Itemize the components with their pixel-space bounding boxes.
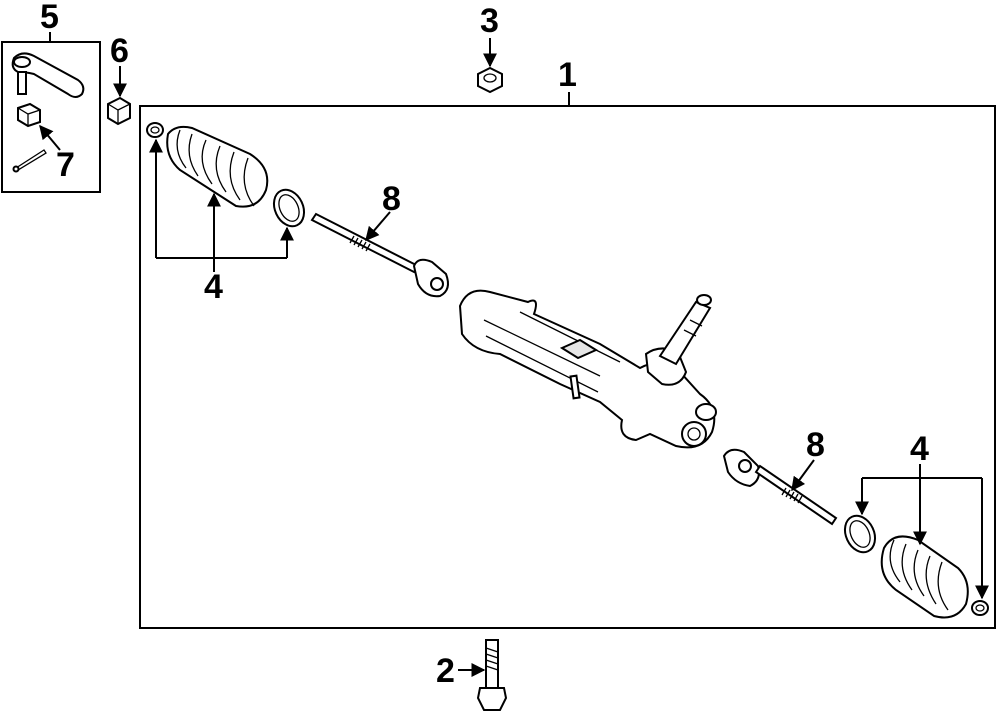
callout-8-right: 8 [806, 426, 825, 464]
tie-rod-nut [107, 96, 131, 126]
callout-4-right: 4 [910, 430, 929, 468]
callout-4-left: 4 [204, 268, 223, 306]
boot-clamp-large-right [843, 514, 877, 554]
tie-rod-end [11, 52, 85, 98]
castle-nut [17, 102, 41, 128]
boot-clamp-small-left [146, 122, 164, 138]
callout-5: 5 [40, 0, 59, 36]
mounting-nut [477, 66, 503, 94]
callout-3: 3 [480, 2, 499, 40]
callout-6: 6 [110, 32, 129, 70]
inner-tie-rod-left [310, 212, 449, 298]
callout-7: 7 [56, 146, 75, 184]
steering-boot-right [880, 535, 969, 619]
callout-8-left-arrow [365, 211, 391, 242]
callout-8-left: 8 [382, 180, 401, 218]
callout-4-right-bracket [855, 464, 989, 600]
steering-rack-housing [458, 289, 717, 449]
callout-4-left-bracket [149, 138, 294, 272]
cotter-pin [12, 149, 47, 173]
callout-7-arrow [39, 124, 61, 151]
callout-8-right-arrow [791, 459, 815, 492]
inner-tie-rod-right [722, 448, 838, 526]
callout-2: 2 [436, 652, 455, 690]
boot-clamp-large-left [272, 188, 306, 228]
assembly-frame [139, 105, 996, 629]
pinion-shaft [658, 294, 712, 366]
steering-boot-left [166, 125, 269, 208]
callout-1: 1 [558, 56, 577, 94]
boot-clamp-small-right [971, 600, 989, 616]
mounting-bolt [476, 639, 508, 711]
